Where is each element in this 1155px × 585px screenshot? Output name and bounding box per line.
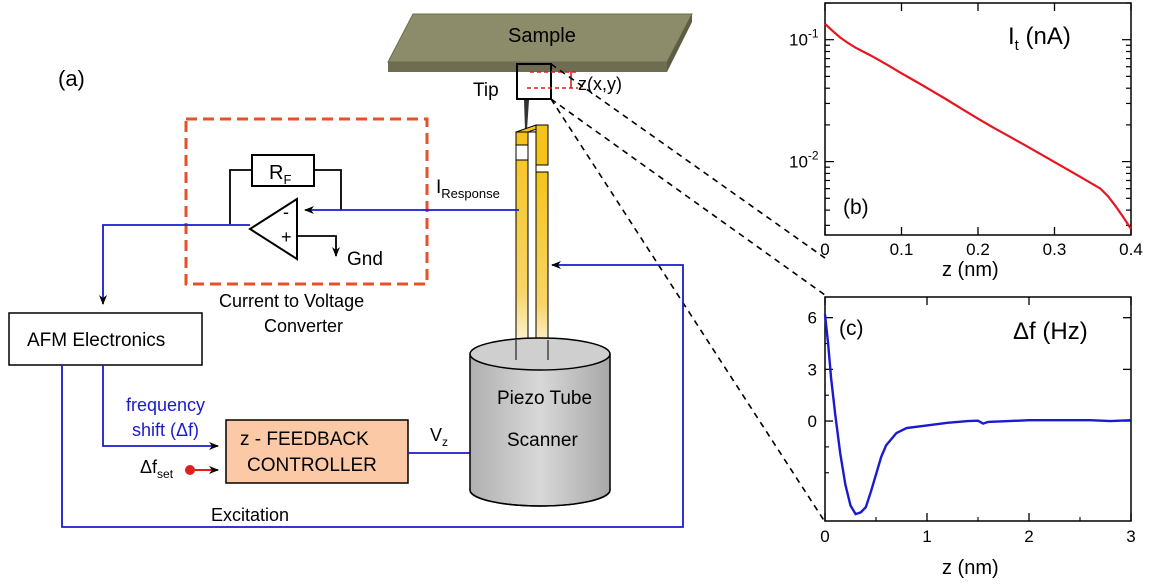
zoom-line-lower xyxy=(550,98,826,296)
sample-plate xyxy=(387,13,693,72)
setpoint-dot xyxy=(185,465,195,475)
controller-label-line1: z - FEEDBACK xyxy=(240,429,369,450)
chart-b-xtick-label: 0 xyxy=(820,240,829,259)
chart-c-xtick-label: 0 xyxy=(820,527,829,546)
ground-wire xyxy=(297,235,340,257)
chart-b-ytick-label: 10-1 xyxy=(789,27,819,50)
sample-label: Sample xyxy=(508,25,576,47)
chart-c-title: Δf (Hz) xyxy=(1013,318,1088,345)
feedback-controller-box xyxy=(225,419,409,484)
piezo-label-line2: Scanner xyxy=(507,430,578,451)
controller-label-line2: CONTROLLER xyxy=(247,455,377,476)
freq-shift-label-line1: frequency xyxy=(126,395,205,415)
gnd-label: Gnd xyxy=(347,249,383,270)
converter-label-line2: Converter xyxy=(264,316,343,336)
chart-b-title: It (nA) xyxy=(1008,23,1071,54)
excitation-wire xyxy=(61,261,684,528)
cantilever-holder xyxy=(515,124,549,363)
chart-c-panel-label: (c) xyxy=(839,317,864,340)
piezo-tube-cylinder xyxy=(469,337,611,507)
excitation-label: Excitation xyxy=(211,505,289,525)
op-amp-plus: + xyxy=(281,227,292,247)
chart-c-ytick-label: 3 xyxy=(808,360,817,379)
chart-c-xlabel: z (nm) xyxy=(942,557,999,579)
zoom-line-upper xyxy=(550,63,826,259)
chart-b-xtick-label: 0.1 xyxy=(890,240,914,259)
afm-electronics-label: AFM Electronics xyxy=(27,330,165,351)
frequency-series-line xyxy=(823,314,1132,516)
current-series-line xyxy=(824,22,1132,230)
converter-label-line1: Current to Voltage xyxy=(219,291,364,311)
frequency-shift-chart: 0 1 2 3 6 3 0 Δf (Hz) (c) z (nm) xyxy=(808,296,1136,579)
freq-shift-label-line2: shift (Δf) xyxy=(132,420,199,440)
chart-c-xtick-label: 3 xyxy=(1126,527,1135,546)
freq-shift-wire xyxy=(102,365,219,450)
rf-right-wire xyxy=(314,169,342,210)
z-label: z(x,y) xyxy=(578,74,622,94)
op-amp xyxy=(248,197,298,261)
zoom-line-bottom xyxy=(550,98,826,523)
chart-b-xlabel: z (nm) xyxy=(942,259,999,281)
rf-left-wire xyxy=(229,169,252,224)
piezo-label-line1: Piezo Tube xyxy=(497,388,592,409)
op-amp-minus: - xyxy=(283,202,289,222)
panel-a-label: (a) xyxy=(58,66,85,91)
chart-c-frame xyxy=(824,296,1132,522)
tip-zoom-box xyxy=(516,63,552,100)
chart-b-xtick-label: 0.2 xyxy=(966,240,990,259)
current-vs-distance-chart: 0 0.1 0.2 0.3 0.4 10-1 10-2 It (nA) (b) z (nm… xyxy=(789,2,1143,281)
chart-c-ytick-label: 0 xyxy=(808,412,817,431)
tip-needle xyxy=(524,100,529,130)
chart-b-panel-label: (b) xyxy=(843,196,869,219)
chart-c-ytick-label: 6 xyxy=(808,309,817,328)
converter-box xyxy=(184,117,429,286)
chart-b-ytick-label: 10-2 xyxy=(789,149,819,172)
rf-label: RF xyxy=(269,162,291,187)
chart-c-xtick-label: 1 xyxy=(922,527,931,546)
tip-label: Tip xyxy=(473,80,499,101)
converter-output-wire xyxy=(99,224,250,305)
afm-electronics-box xyxy=(8,312,203,366)
holder-in-cylinder xyxy=(515,340,549,360)
chart-c-xtick-label: 2 xyxy=(1024,527,1033,546)
chart-b-xtick-label: 0.3 xyxy=(1043,240,1067,259)
chart-b-xtick-label: 0.4 xyxy=(1119,240,1143,259)
i-response-label: IResponse xyxy=(436,177,500,201)
df-set-label: Δfset xyxy=(140,457,174,481)
z-distance-marker xyxy=(527,71,578,89)
vz-label: Vz xyxy=(430,425,448,449)
